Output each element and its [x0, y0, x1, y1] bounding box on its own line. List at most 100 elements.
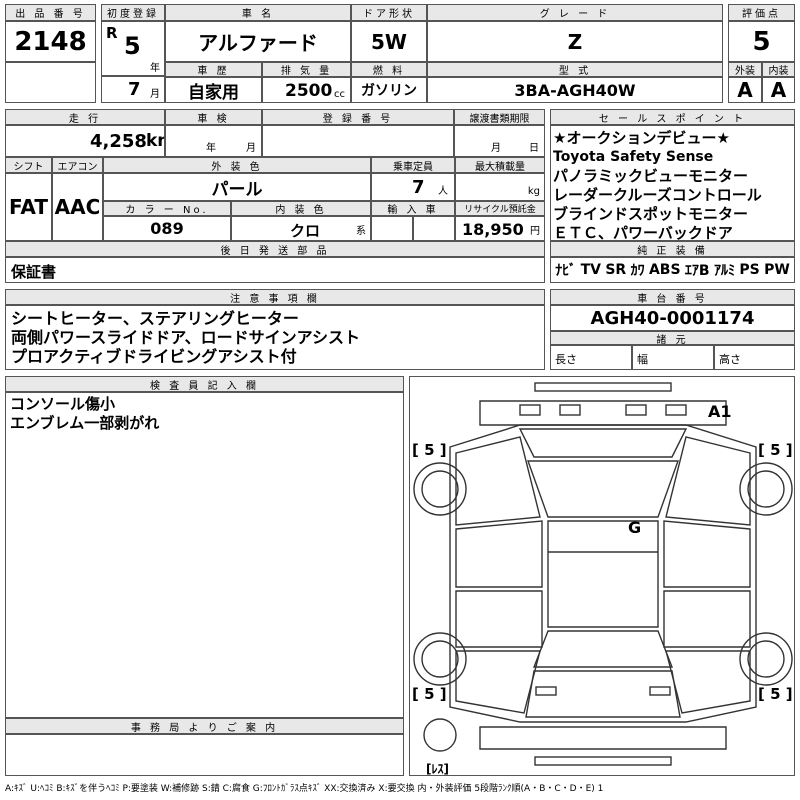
diagram-tire-front-left	[413, 462, 467, 516]
equipment-item: ｶﾜ	[630, 263, 645, 279]
aircon-value: AAC	[52, 173, 103, 241]
diagram-tire-rear-left	[413, 632, 467, 686]
diagram-right-front-door	[663, 520, 751, 588]
int-color-cell: クロ 系	[231, 216, 371, 241]
diagram-left-rear-fender	[455, 650, 541, 714]
tire-score-front-right: [ 5 ]	[758, 441, 793, 459]
diagram-right-slide-door	[663, 590, 751, 648]
tire-score-rear-left: [ 5 ]	[412, 685, 447, 703]
tire-score-rear-right: [ 5 ]	[758, 685, 793, 703]
first-reg-month-cell: 7 月	[101, 76, 165, 103]
office-notes	[5, 734, 404, 776]
history-value: 自家用	[165, 77, 262, 103]
capacity-label: 乗車定員	[371, 157, 455, 173]
inspector-label: 検 査 員 記 入 欄	[5, 376, 404, 392]
diagram-rear-window	[532, 630, 674, 668]
office-label: 事 務 局 よ り ご 案 内	[5, 718, 404, 734]
diagram-front-lamp-right2	[625, 404, 647, 416]
car-name-label: 車 名	[165, 4, 351, 21]
exterior-score-label: 外装	[728, 62, 762, 77]
diagram-roof	[547, 520, 659, 628]
diagram-tire-front-left-inner	[421, 470, 459, 508]
capacity-value: 7	[412, 177, 425, 198]
notes-list: シートヒーター、ステアリングヒーター 両側パワースライドドア、ロードサインアシス…	[5, 305, 545, 370]
score-value: 5	[728, 21, 795, 62]
inspector-line: エンブレム一部剥がれ	[10, 414, 160, 432]
inspection-label: 車 検	[165, 109, 262, 125]
import-cell-a	[371, 216, 413, 241]
diagram-front-lamp-left2	[559, 404, 581, 416]
capacity-cell: 7 人	[371, 173, 455, 201]
inspector-line: コンソール傷小	[10, 395, 116, 413]
shift-value: FAT	[5, 173, 52, 241]
legend: A:ｷｽﾞ U:ﾍｺﾐ B:ｷｽﾞを伴うﾍｺﾐ P:要塗装 W:補修跡 S:錆 …	[5, 784, 604, 794]
notes-label: 注 意 事 項 欄	[5, 289, 545, 305]
dimension-height: 高さ	[714, 345, 795, 370]
plate-label: 登 録 番 号	[262, 109, 454, 125]
sales-point: Toyota Safety Sense	[553, 149, 714, 165]
ext-color-value: パール	[103, 173, 371, 201]
diagram-rear-lamp-left	[535, 686, 557, 696]
plate-cell	[262, 125, 454, 157]
aircon-label: エアコン	[52, 157, 103, 173]
diagram-right-rear-fender	[665, 650, 751, 714]
equipment-label: 純 正 装 備	[550, 241, 795, 257]
transfer-month-unit: 月	[491, 143, 501, 154]
transfer-cell: 月 日	[454, 125, 545, 157]
diagram-left-slide-door	[455, 590, 543, 648]
transfer-day-unit: 日	[529, 143, 539, 154]
displacement-value: 2500	[285, 81, 333, 101]
exterior-score-value: A	[728, 77, 762, 103]
first-reg-year-unit: 年	[150, 63, 160, 74]
equipment-item: TV	[580, 262, 601, 278]
equipment-item: PW	[764, 262, 790, 278]
equipment-item: ｱﾙﾐ	[713, 263, 735, 279]
recycle-unit: 円	[530, 226, 540, 237]
ext-color-label: 外 装 色	[103, 157, 371, 173]
note-line: シートヒーター、ステアリングヒーター	[11, 309, 299, 328]
sales-point: パノラミックビューモニター	[553, 167, 749, 185]
color-no-value: 089	[103, 216, 231, 241]
mileage-value: 4,258	[90, 131, 147, 152]
sales-points-label: セ ー ル ス ポ イ ン ト	[550, 109, 795, 125]
diagram-body	[449, 424, 757, 723]
chassis-label: 車 台 番 号	[550, 289, 795, 305]
car-name: アルファード	[165, 21, 351, 62]
score-label: 評価点	[728, 4, 795, 21]
fuel-label: 燃 料	[351, 62, 427, 77]
later-items-value: 保証書	[5, 257, 545, 283]
equipment-item: ABS	[648, 262, 681, 278]
dimension-length: 長さ	[550, 345, 632, 370]
first-reg-month-unit: 月	[150, 89, 160, 100]
diagram-front-edge	[534, 382, 672, 392]
diagram-hood	[518, 428, 688, 458]
diagram-rear-lamp-right	[649, 686, 671, 696]
diagram-left-front-door	[455, 520, 543, 588]
transfer-label: 譲渡書類期限	[454, 109, 545, 125]
inspector-notes: コンソール傷小 エンブレム一部剥がれ	[5, 392, 404, 718]
diagram-front-lamp-right	[665, 404, 687, 416]
tire-score-front-left: [ 5 ]	[412, 441, 447, 459]
color-no-label: カ ラ ー No.	[103, 201, 231, 216]
diagram-front-lamp-left	[519, 404, 541, 416]
later-items-label: 後 日 発 送 部 品	[5, 241, 545, 257]
sales-point: ★オークションデビュー★	[553, 129, 730, 147]
int-color-value: クロ	[290, 222, 321, 240]
diagram-tailgate	[525, 670, 681, 718]
lot-label: 出 品 番 号	[5, 4, 96, 21]
equipment-item: PS	[739, 262, 760, 278]
diagram-spare-tire	[423, 718, 457, 752]
note-line: 両側パワースライドドア、ロードサインアシスト	[11, 328, 360, 347]
equipment-list: ﾅﾋﾞ TV SR ｶﾜ ABS ｴｱB ｱﾙﾐ PS PW	[550, 257, 795, 283]
damage-mark-g: G	[628, 518, 641, 537]
int-color-suffix: 系	[356, 226, 366, 237]
import-label: 輸 入 車	[371, 201, 455, 216]
max-load-unit: kg	[527, 186, 540, 197]
fuel-value: ガソリン	[351, 77, 427, 103]
int-color-label: 内 装 色	[231, 201, 371, 216]
car-diagram-svg: A1 G [ 5 ] [ 5 ] [ 5 ] [ 5 ] [ﾚｽ]	[412, 382, 793, 775]
doors-label: ドア形状	[351, 4, 427, 21]
mileage-cell: 4,258 km	[5, 125, 165, 157]
diagram-tire-rear-left-inner	[421, 640, 459, 678]
recycle-cell: 18,950 円	[455, 216, 545, 241]
